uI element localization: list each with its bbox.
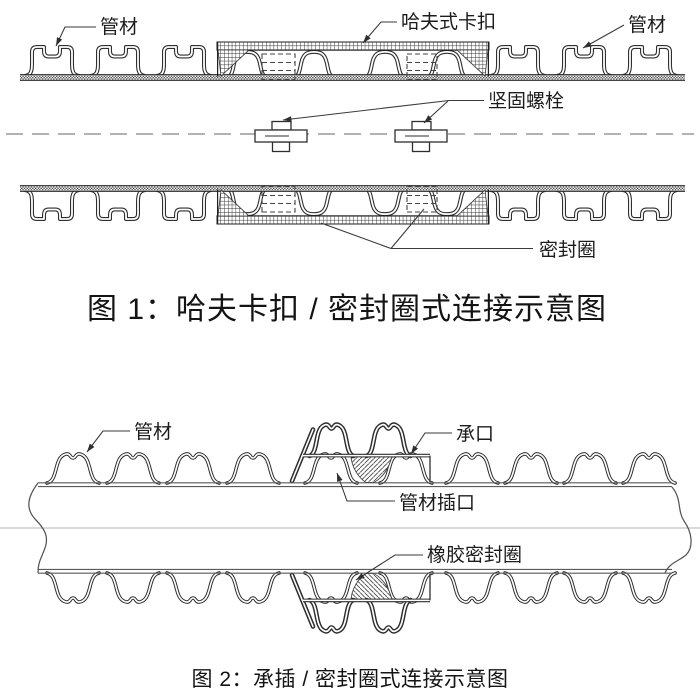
pipe-corrugation <box>23 45 81 78</box>
label-pipe-right: 管材 <box>628 14 666 36</box>
joint-corrugations <box>224 49 470 81</box>
socket-slant-wall-inner <box>291 428 314 482</box>
pipe-corrugation <box>621 45 679 78</box>
joint-corrugation-inner <box>292 50 336 80</box>
pipe-corrugation-inner <box>226 453 280 484</box>
figure1-drawing: 管材 哈夫式卡扣 管材 坚固螺栓 密封圈 图 1：哈夫卡扣 / 密封圈式连接示意… <box>6 11 694 326</box>
figure2-lower-pipe-half <box>38 569 675 631</box>
pipe-corrugation <box>155 45 213 78</box>
socket-wall <box>289 422 413 484</box>
leader-bolt-left <box>282 99 450 122</box>
pipe-corrugation-inner <box>622 453 676 484</box>
pipe-corrugation <box>555 45 613 78</box>
hidden-seal-box-right <box>406 53 438 81</box>
leader-socket <box>410 432 452 455</box>
leader-bolt-right <box>423 100 449 124</box>
leader-seal-branch-left <box>320 222 392 250</box>
label-pipe-left: 管材 <box>100 16 138 38</box>
bolt-top-tab <box>271 120 292 131</box>
pipe-corrugation-inner <box>90 46 146 77</box>
pipe-corrugation <box>489 45 547 78</box>
leader-pipe-right <box>582 24 625 49</box>
label-socket: 承口 <box>456 423 494 445</box>
pipe-corrugation-inner <box>445 453 499 484</box>
figure2-caption: 图 2：承插 / 密封圈式连接示意图 <box>191 668 508 691</box>
pipe-corrugation-inner <box>156 46 212 77</box>
label-rubber-seal: 橡胶密封圈 <box>427 544 522 566</box>
leader-rubber-seal <box>355 554 423 581</box>
leader-pipe-left <box>55 26 96 47</box>
pipe-corrugation-inner <box>622 46 678 77</box>
bolt-top-tab <box>411 120 432 131</box>
socket-corrugation-inner <box>308 423 355 457</box>
break-line-right <box>664 486 692 574</box>
break-line-left <box>28 482 48 574</box>
figure2-drawing: 管材 承口 管材插口 橡胶密封圈 图 2：承插 / 密封圈式连接示意图 <box>0 421 700 691</box>
half-clamp-band <box>216 41 490 77</box>
pipe-corrugation-inner <box>46 453 100 484</box>
clamp-end-right <box>455 49 489 77</box>
label-bolt: 坚固螺栓 <box>488 90 564 112</box>
clamp-strap <box>216 41 490 51</box>
pipe-corrugation-inner <box>24 46 80 77</box>
corrugated-pipe-walls <box>23 45 679 78</box>
figure2-upper-pipe-half <box>38 422 677 488</box>
leader-pipe <box>86 430 130 453</box>
figure1-caption: 图 1：哈夫卡扣 / 密封圈式连接示意图 <box>87 293 607 326</box>
pipe-corrugation-inner <box>556 46 612 77</box>
bolt-bottom-tab <box>271 141 291 153</box>
pipe-corrugation-inner <box>490 46 546 77</box>
joint-corrugation-inner <box>363 50 407 80</box>
socket-corrugation-inner <box>365 423 412 457</box>
figure1-lower-pipe-half <box>18 183 687 226</box>
clamp-end-left <box>217 49 251 77</box>
bolt-bottom-tab <box>411 141 431 153</box>
pipe-corrugation-inner <box>106 453 160 484</box>
label-seal-ring: 密封圈 <box>539 239 596 261</box>
bolt-left <box>254 120 308 153</box>
joint-corrugation-inner <box>425 50 469 80</box>
pipe-corrugation-inner <box>563 453 617 484</box>
label-pipe: 管材 <box>134 421 172 443</box>
pipe-wall-band <box>20 74 685 81</box>
hidden-seal-dashed-outline <box>261 53 438 81</box>
label-clamp: 哈夫式卡扣 <box>401 11 496 33</box>
pipe-corrugation <box>89 45 147 78</box>
figure1-upper-pipe-half <box>20 41 685 81</box>
hidden-seal-box-left <box>261 53 296 81</box>
pipe-corrugation-inner <box>166 453 220 484</box>
bolt-right <box>394 120 448 153</box>
leader-clamp <box>362 21 397 44</box>
pipe-corrugation-inner <box>504 453 558 484</box>
label-spigot: 管材插口 <box>399 492 475 514</box>
leader-spigot <box>336 472 395 502</box>
leader-seal-branch-right <box>390 208 425 249</box>
